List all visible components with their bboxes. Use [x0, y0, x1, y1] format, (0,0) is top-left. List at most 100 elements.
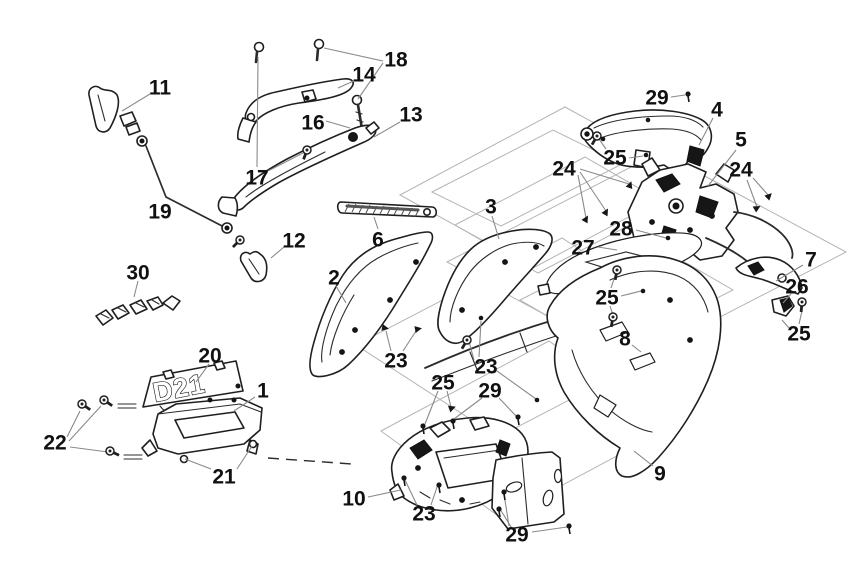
- screw: [797, 297, 807, 313]
- screw: [608, 312, 618, 328]
- callout-23: 23: [474, 356, 497, 379]
- callout-1: 1: [257, 380, 269, 403]
- callout-26: 26: [785, 276, 808, 299]
- dart-fastener: [414, 326, 422, 333]
- callout-7: 7: [805, 249, 817, 272]
- leader-line: [782, 293, 792, 304]
- pin-bolt: [496, 506, 502, 518]
- callout-24: 24: [552, 158, 576, 181]
- leader-line: [424, 390, 439, 425]
- leader-line: [631, 344, 642, 353]
- part-14-grab-bar: [236, 78, 354, 143]
- leader-line: [236, 445, 253, 470]
- leader-line: [499, 508, 514, 531]
- dart-fastener: [625, 181, 633, 190]
- callout-21: 21: [212, 466, 236, 489]
- callout-29: 29: [645, 87, 668, 110]
- leader-line: [478, 320, 482, 358]
- leader-line: [598, 138, 607, 150]
- bolt-dot: [600, 136, 606, 142]
- leader-line: [357, 62, 384, 100]
- leader-line: [404, 479, 418, 506]
- pin-bolt: [566, 523, 572, 535]
- leader-line: [577, 174, 587, 219]
- leader-line: [133, 280, 139, 298]
- callout-20: 20: [198, 345, 221, 368]
- leader-line: [531, 526, 568, 533]
- leader-line: [579, 168, 630, 185]
- callout-14: 14: [352, 64, 376, 87]
- part-11-bracket: [88, 85, 148, 147]
- callout-13: 13: [399, 104, 422, 127]
- leader-line: [698, 117, 714, 146]
- callout-27: 27: [571, 237, 594, 260]
- leader-line: [498, 397, 517, 417]
- bolt-dot: [645, 117, 651, 123]
- callout-12: 12: [282, 230, 305, 253]
- dart-fastener: [581, 215, 588, 224]
- leader-line: [752, 177, 770, 197]
- callout-10: 10: [342, 488, 365, 511]
- leader-line: [670, 94, 686, 98]
- part-6-strip: [336, 201, 438, 218]
- leader-line: [430, 483, 439, 506]
- leader-line: [707, 149, 737, 187]
- leader-line: [775, 264, 804, 282]
- leader-line: [233, 396, 256, 412]
- leader-lines: [66, 47, 804, 533]
- leader-line: [620, 290, 642, 297]
- callout-5: 5: [735, 129, 747, 152]
- callout-25: 25: [595, 287, 619, 310]
- callout-3: 3: [485, 196, 497, 219]
- part-9-lower-bracket: [491, 451, 565, 530]
- leader-line: [373, 216, 379, 230]
- leader-line: [385, 330, 392, 352]
- part-2-panel: [309, 231, 434, 378]
- bolt-dot: [478, 315, 484, 321]
- part-26-bracket: [771, 295, 795, 317]
- screw: [590, 131, 602, 146]
- callout-17: 17: [245, 167, 268, 190]
- pin-bolt: [401, 475, 407, 487]
- dart-fastener: [601, 208, 608, 217]
- center-dash-line: [267, 457, 353, 465]
- callout-6: 6: [372, 229, 384, 252]
- part-9-fender: [546, 255, 722, 478]
- screw: [105, 446, 120, 457]
- leader-line: [597, 246, 618, 251]
- leader-line: [184, 458, 212, 470]
- leader-line: [635, 229, 667, 239]
- callout-19: 19: [148, 201, 171, 224]
- pin-bolt: [515, 414, 521, 426]
- callout-8: 8: [619, 328, 631, 351]
- part-7-bracket: [735, 256, 803, 295]
- screw: [77, 399, 91, 411]
- leader-line: [195, 363, 210, 383]
- part-4-carrier: [580, 109, 713, 171]
- part-12-bracket: [239, 250, 268, 283]
- dart-fastener: [752, 206, 761, 213]
- screw: [302, 145, 312, 160]
- pin-bolt: [685, 91, 691, 103]
- callout-23: 23: [384, 350, 407, 373]
- leader-line: [337, 79, 357, 89]
- part-20-plate: D21: [142, 360, 244, 416]
- callout-25: 25: [603, 147, 627, 170]
- axis-marks: [117, 403, 143, 460]
- fasteners: [77, 91, 807, 535]
- callout-18: 18: [384, 49, 408, 72]
- leader-line: [491, 215, 500, 240]
- callout-22: 22: [43, 432, 66, 455]
- leader-line: [628, 155, 644, 159]
- dart-fastener: [447, 405, 456, 413]
- leader-line: [579, 171, 607, 212]
- pin-bolt: [420, 423, 426, 435]
- pin-bolt: [501, 489, 507, 501]
- screw: [612, 265, 622, 281]
- leader-line: [373, 121, 401, 138]
- leader-line: [402, 330, 417, 352]
- leader-line: [270, 246, 285, 259]
- bolt-18-right: [313, 38, 325, 62]
- leader-line: [453, 397, 483, 420]
